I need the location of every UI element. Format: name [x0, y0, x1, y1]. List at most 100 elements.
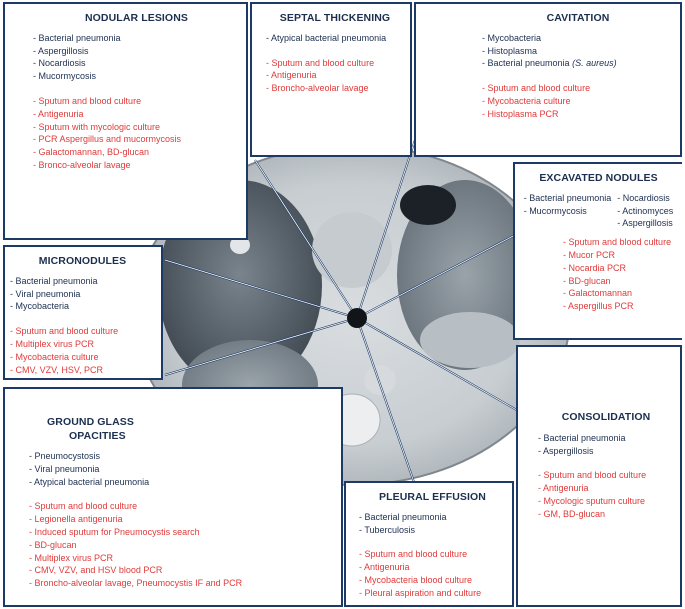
list-item: Bacterial pneumonia (S. aureus)	[482, 57, 674, 70]
list-item: Bacterial pneumonia	[10, 275, 155, 288]
micronodules-tests: Sputum and blood culture Multiplex virus…	[10, 325, 155, 376]
consolidation-organisms: Bacterial pneumonia Aspergillosis	[538, 432, 674, 458]
list-item: Aspergillosis	[33, 45, 240, 58]
list-item: Galactomannan, BD-glucan	[33, 146, 240, 159]
ground-glass-opacities-panel: GROUND GLASS OPACITIES Pneumocystosis Vir…	[3, 387, 343, 607]
excavated-organisms-left: Bacterial pneumonia Mucormycosis	[524, 192, 612, 230]
list-item: Broncho-alveolar lavage	[266, 82, 404, 95]
list-item: Aspergillosis	[538, 445, 674, 458]
list-item: Histoplasma PCR	[482, 108, 674, 121]
organism-name: Bacterial pneumonia	[487, 58, 570, 69]
list-item: Mycobacteria	[482, 32, 674, 45]
list-item: Bronco-alveolar lavage	[33, 159, 240, 172]
cavitation-tests: Sputum and blood culture Mycobacteria cu…	[482, 82, 674, 120]
list-item: Bacterial pneumonia	[538, 432, 674, 445]
list-item: Sputum with mycologic culture	[33, 121, 240, 134]
excavated-nodules-panel: EXCAVATED NODULES Bacterial pneumonia Mu…	[513, 162, 682, 340]
list-item: Mycobacteria culture	[10, 351, 155, 364]
list-item: Atypical bacterial pneumonia	[29, 476, 335, 489]
list-item: Pleural aspiration and culture	[359, 587, 506, 600]
list-item: Aspergillosis	[617, 217, 673, 230]
pleural-effusion-panel: PLEURAL EFFUSION Bacterial pneumonia Tub…	[344, 481, 514, 607]
ct-cavity	[400, 185, 456, 225]
list-item: Induced sputum for Pneumocystis search	[29, 526, 335, 539]
micronodules-title: MICRONODULES	[38, 255, 127, 267]
center-hub	[347, 308, 367, 328]
nodular-lesions-title: NODULAR LESIONS	[84, 12, 188, 24]
list-item: Mucor PCR	[563, 249, 676, 262]
list-item: CMV, VZV, and HSV blood PCR	[29, 564, 335, 577]
list-item: Sputum and blood culture	[563, 236, 676, 249]
septal-thickening-panel: SEPTAL THICKENING Atypical bacterial pne…	[250, 2, 412, 157]
list-item: Sputum and blood culture	[266, 57, 404, 70]
consolidation-title: CONSOLIDATION	[561, 411, 651, 423]
excavated-organisms: Bacterial pneumonia Mucormycosis Nocardi…	[521, 192, 676, 230]
list-item: Actinomyces	[617, 205, 673, 218]
list-item: BD-glucan	[29, 539, 335, 552]
nodular-organisms: Bacterial pneumonia Aspergillosis Nocard…	[33, 32, 240, 83]
list-item: Bacterial pneumonia	[359, 511, 506, 524]
list-item: Atypical bacterial pneumonia	[266, 32, 404, 45]
list-item: Bacterial pneumonia	[524, 192, 611, 205]
ground-glass-title-line1: GROUND GLASS	[47, 416, 134, 428]
list-item: Histoplasma	[482, 45, 674, 58]
list-item: Mycologic sputum culture	[538, 495, 674, 508]
pleural-effusion-title: PLEURAL EFFUSION	[379, 491, 486, 503]
ct-nodule	[230, 236, 250, 254]
list-item: Antigenuria	[33, 108, 240, 121]
cavitation-panel: CAVITATION Mycobacteria Histoplasma Bact…	[414, 2, 682, 157]
list-item: Multiplex virus PCR	[29, 552, 335, 565]
excavated-organisms-right: Nocardiosis Actinomyces Aspergillosis	[617, 192, 673, 230]
list-item: Broncho-alveolar lavage, Pneumocystis IF…	[29, 577, 335, 590]
list-item: Bacterial pneumonia	[33, 32, 240, 45]
list-item: Nocardia PCR	[563, 262, 676, 275]
list-item: Sputum and blood culture	[10, 325, 155, 338]
list-item: Sputum and blood culture	[29, 500, 335, 513]
list-item: Mycobacteria blood culture	[359, 574, 506, 587]
pleural-tests: Sputum and blood culture Antigenuria Myc…	[359, 548, 506, 599]
cavitation-title: CAVITATION	[546, 12, 610, 24]
list-item: Viral pneumonia	[10, 288, 155, 301]
septal-organisms: Atypical bacterial pneumonia	[266, 32, 404, 45]
list-item: Mucormycosis	[33, 70, 240, 83]
ct-aorta	[364, 365, 396, 395]
list-item: Antigenuria	[359, 561, 506, 574]
micronodules-panel: MICRONODULES Bacterial pneumonia Viral p…	[3, 245, 163, 380]
list-item: Pneumocystosis	[29, 450, 335, 463]
ground-glass-organisms: Pneumocystosis Viral pneumonia Atypical …	[29, 450, 335, 488]
organism-note: (S. aureus)	[572, 58, 617, 69]
list-item: PCR Aspergillus and mucormycosis	[33, 133, 240, 146]
list-item: Nocardiosis	[617, 192, 673, 205]
list-item: Multiplex virus PCR	[10, 338, 155, 351]
nodular-lesions-panel: NODULAR LESIONS Bacterial pneumonia Aspe…	[3, 2, 248, 240]
septal-tests: Sputum and blood culture Antigenuria Bro…	[266, 57, 404, 95]
excavated-nodules-title: EXCAVATED NODULES	[539, 172, 658, 184]
list-item: Sputum and blood culture	[482, 82, 674, 95]
excavated-tests: Sputum and blood culture Mucor PCR Nocar…	[521, 236, 676, 313]
list-item: Antigenuria	[266, 69, 404, 82]
ground-glass-title-line2: OPACITIES	[69, 430, 126, 442]
list-item: Sputum and blood culture	[33, 95, 240, 108]
ct-effusion	[420, 312, 520, 368]
list-item: Legionella antigenuria	[29, 513, 335, 526]
list-item: Galactomannan	[563, 287, 676, 300]
list-item: Mucormycosis	[524, 205, 612, 218]
consolidation-panel: CONSOLIDATION Bacterial pneumonia Asperg…	[516, 345, 682, 607]
septal-thickening-title: SEPTAL THICKENING	[279, 12, 391, 24]
nodular-tests: Sputum and blood culture Antigenuria Spu…	[33, 95, 240, 172]
list-item: GM, BD-glucan	[538, 508, 674, 521]
micronodules-organisms: Bacterial pneumonia Viral pneumonia Myco…	[10, 275, 155, 313]
consolidation-tests: Sputum and blood culture Antigenuria Myc…	[538, 469, 674, 520]
list-item: Mycobacteria culture	[482, 95, 674, 108]
list-item: Sputum and blood culture	[538, 469, 674, 482]
list-item: Nocardiosis	[33, 57, 240, 70]
list-item: Antigenuria	[538, 482, 674, 495]
list-item: Aspergillus PCR	[563, 300, 676, 313]
list-item: CMV, VZV, HSV, PCR	[10, 364, 155, 377]
list-item: Tuberculosis	[359, 524, 506, 537]
list-item: BD-glucan	[563, 275, 676, 288]
ground-glass-title: GROUND GLASS OPACITIES	[29, 415, 335, 443]
cavitation-organisms: Mycobacteria Histoplasma Bacterial pneum…	[482, 32, 674, 70]
pleural-organisms: Bacterial pneumonia Tuberculosis	[359, 511, 506, 537]
